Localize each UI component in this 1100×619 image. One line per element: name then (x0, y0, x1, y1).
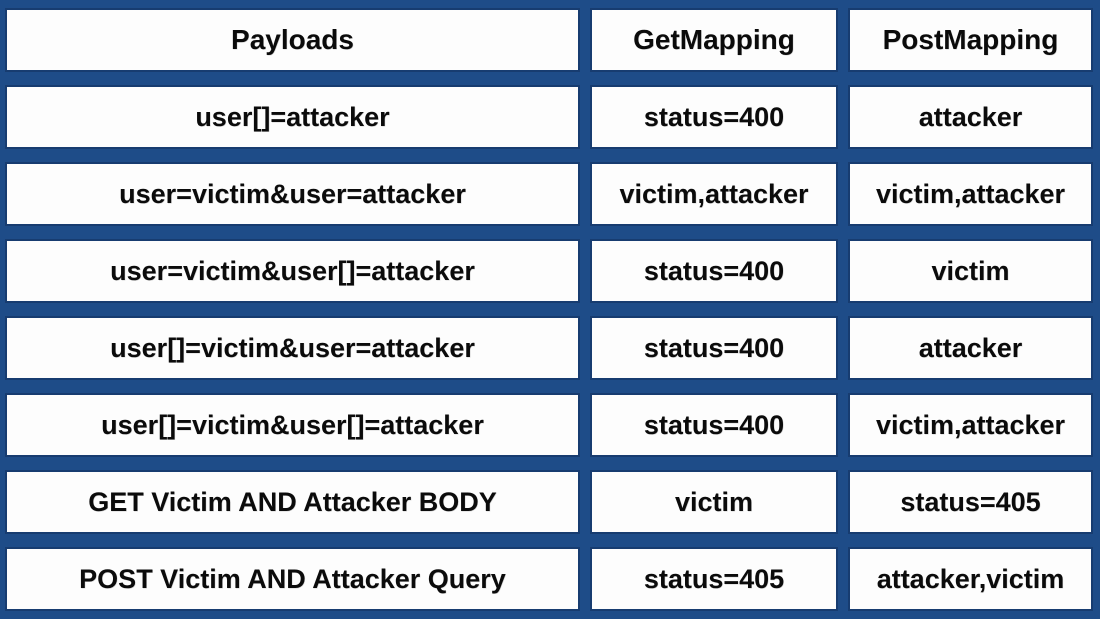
getmapping-cell-row6: victim (590, 470, 838, 534)
payload-cell-row4: user[]=victim&user=attacker (5, 316, 580, 380)
payload-cell-row5: user[]=victim&user[]=attacker (5, 393, 580, 457)
getmapping-cell-row4: status=400 (590, 316, 838, 380)
postmapping-cell-row1: attacker (848, 85, 1093, 149)
payload-cell-row3: user=victim&user[]=attacker (5, 239, 580, 303)
payload-cell-row1: user[]=attacker (5, 85, 580, 149)
getmapping-cell-row1: status=400 (590, 85, 838, 149)
postmapping-cell-row4: attacker (848, 316, 1093, 380)
payload-cell-row7: POST Victim AND Attacker Query (5, 547, 580, 611)
column-header-getmapping: GetMapping (590, 8, 838, 72)
postmapping-cell-row7: attacker,victim (848, 547, 1093, 611)
payload-cell-row2: user=victim&user=attacker (5, 162, 580, 226)
getmapping-cell-row2: victim,attacker (590, 162, 838, 226)
postmapping-cell-row2: victim,attacker (848, 162, 1093, 226)
column-header-payloads: Payloads (5, 8, 580, 72)
column-header-postmapping: PostMapping (848, 8, 1093, 72)
payload-mapping-table: Payloads GetMapping PostMapping user[]=a… (5, 8, 1093, 611)
postmapping-cell-row6: status=405 (848, 470, 1093, 534)
payload-cell-row6: GET Victim AND Attacker BODY (5, 470, 580, 534)
getmapping-cell-row7: status=405 (590, 547, 838, 611)
postmapping-cell-row5: victim,attacker (848, 393, 1093, 457)
getmapping-cell-row5: status=400 (590, 393, 838, 457)
postmapping-cell-row3: victim (848, 239, 1093, 303)
getmapping-cell-row3: status=400 (590, 239, 838, 303)
